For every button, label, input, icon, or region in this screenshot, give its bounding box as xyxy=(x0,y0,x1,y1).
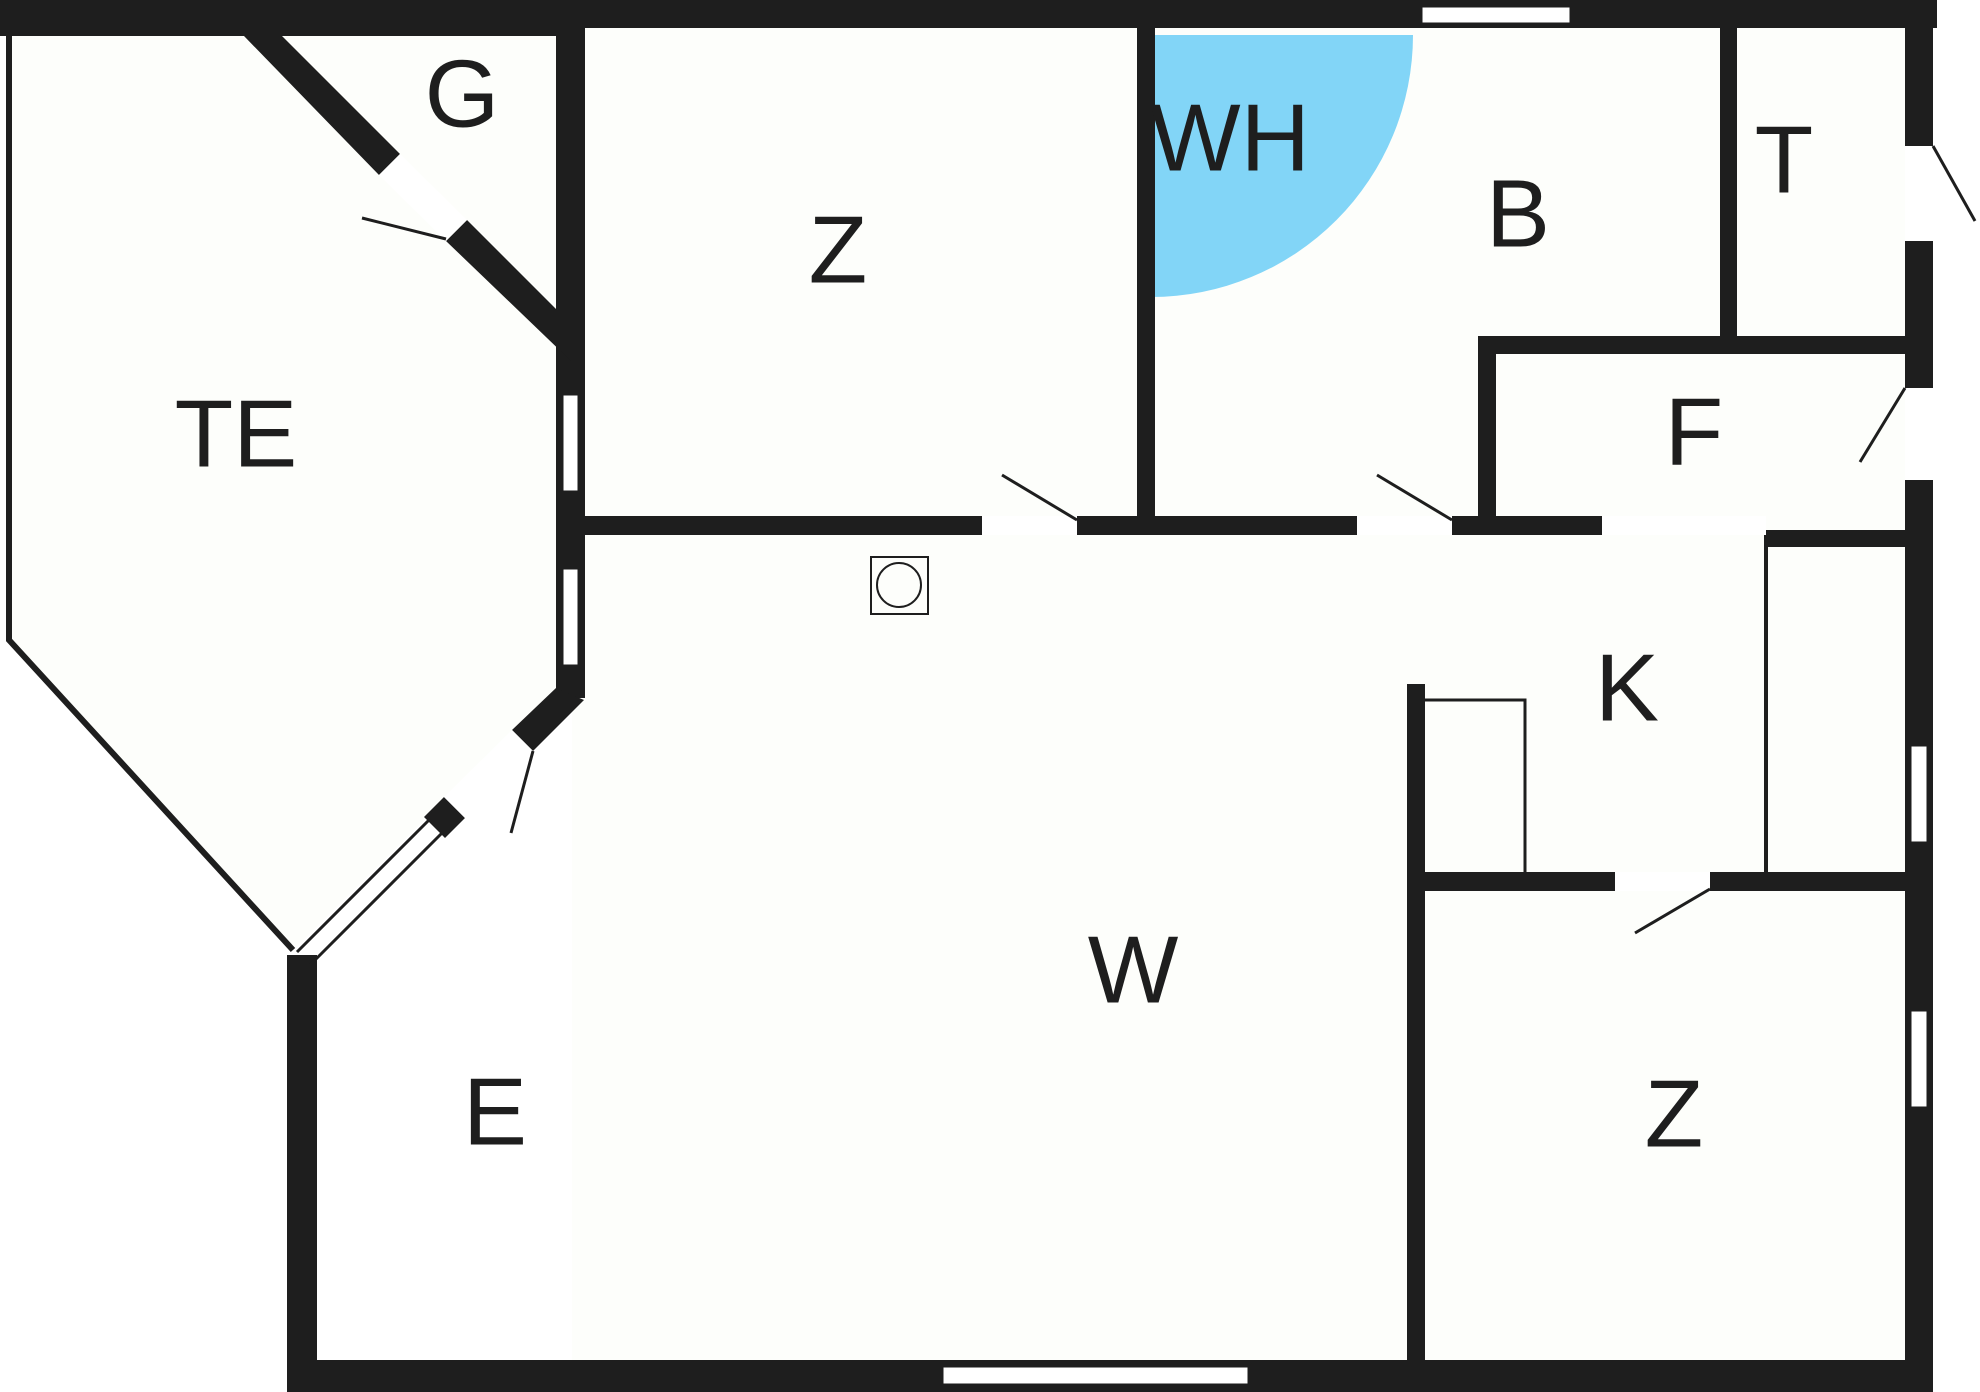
window-right-2[interactable] xyxy=(1908,1008,1930,1110)
wall-kitchen-left xyxy=(1407,684,1425,1360)
window-right-1[interactable] xyxy=(1908,743,1930,845)
door-g[interactable] xyxy=(361,216,447,241)
door-gap-f-k xyxy=(1602,516,1766,535)
stove-burner xyxy=(876,562,922,608)
wall-diagonal-entry-2 xyxy=(424,797,465,838)
room-labels: G TE Z WH B T F K W E Z xyxy=(175,41,1814,1168)
entry-window-frame xyxy=(295,817,432,954)
room-label-f: F xyxy=(1665,379,1724,486)
window-bottom[interactable] xyxy=(940,1364,1251,1387)
room-label-wh: WH xyxy=(1150,85,1310,192)
wall-above-f xyxy=(1478,336,1908,354)
room-label-b: B xyxy=(1486,161,1550,268)
room-label-e: E xyxy=(463,1059,527,1166)
windows xyxy=(560,4,1930,1387)
wall-b-t xyxy=(1720,22,1737,340)
terrace-top-edge xyxy=(0,0,557,36)
door-gap-z-top xyxy=(982,516,1077,535)
door-f[interactable] xyxy=(1858,387,1907,463)
door-gap-entry xyxy=(444,730,533,818)
door-gap-z-bottom xyxy=(1615,872,1710,891)
entry-window-frame-outer xyxy=(308,830,445,967)
door-entry[interactable] xyxy=(509,750,535,834)
wall-diagonal-entry-1 xyxy=(512,688,584,751)
door-openings xyxy=(379,146,1933,891)
room-label-g: G xyxy=(425,41,500,148)
room-label-k: K xyxy=(1595,635,1659,742)
terrace-floor xyxy=(9,30,557,950)
door-z-top[interactable] xyxy=(1001,473,1078,522)
door-gap-t xyxy=(1905,146,1933,241)
window-left-2[interactable] xyxy=(560,566,581,668)
wall-diagonal-g-2 xyxy=(446,220,572,362)
hot-tub xyxy=(1151,35,1413,297)
door-swings xyxy=(361,145,1977,935)
thin-walls xyxy=(6,30,1768,967)
door-wh[interactable] xyxy=(1376,473,1453,522)
terrace-outline xyxy=(6,30,296,953)
room-label-z-bottom: Z xyxy=(1645,1061,1704,1168)
wall-z-wh xyxy=(1137,22,1155,526)
floor-areas xyxy=(9,22,1908,1364)
door-gap-wh xyxy=(1357,516,1452,535)
wall-f-left xyxy=(1478,336,1496,526)
room-label-w: W xyxy=(1088,917,1179,1024)
room-label-t: T xyxy=(1755,107,1814,214)
window-top[interactable] xyxy=(1419,4,1573,26)
exterior-wall-left-lower xyxy=(287,955,317,1392)
room-label-te: TE xyxy=(175,381,298,488)
wall-mid-horizontal xyxy=(572,516,1602,535)
exterior-wall-top xyxy=(557,0,1937,28)
door-t[interactable] xyxy=(1931,145,1977,222)
door-z-bottom[interactable] xyxy=(1634,887,1711,935)
kitchen-counter xyxy=(1425,698,1527,872)
wall-diagonal-g-1 xyxy=(244,36,400,175)
window-left-1[interactable] xyxy=(560,392,581,494)
stove-box xyxy=(870,556,929,615)
door-gap-g xyxy=(379,154,467,241)
door-gap-f xyxy=(1905,388,1933,480)
wall-k-right-top xyxy=(1766,530,1908,547)
room-label-z-top: Z xyxy=(809,197,868,304)
stove-icon xyxy=(870,556,929,615)
